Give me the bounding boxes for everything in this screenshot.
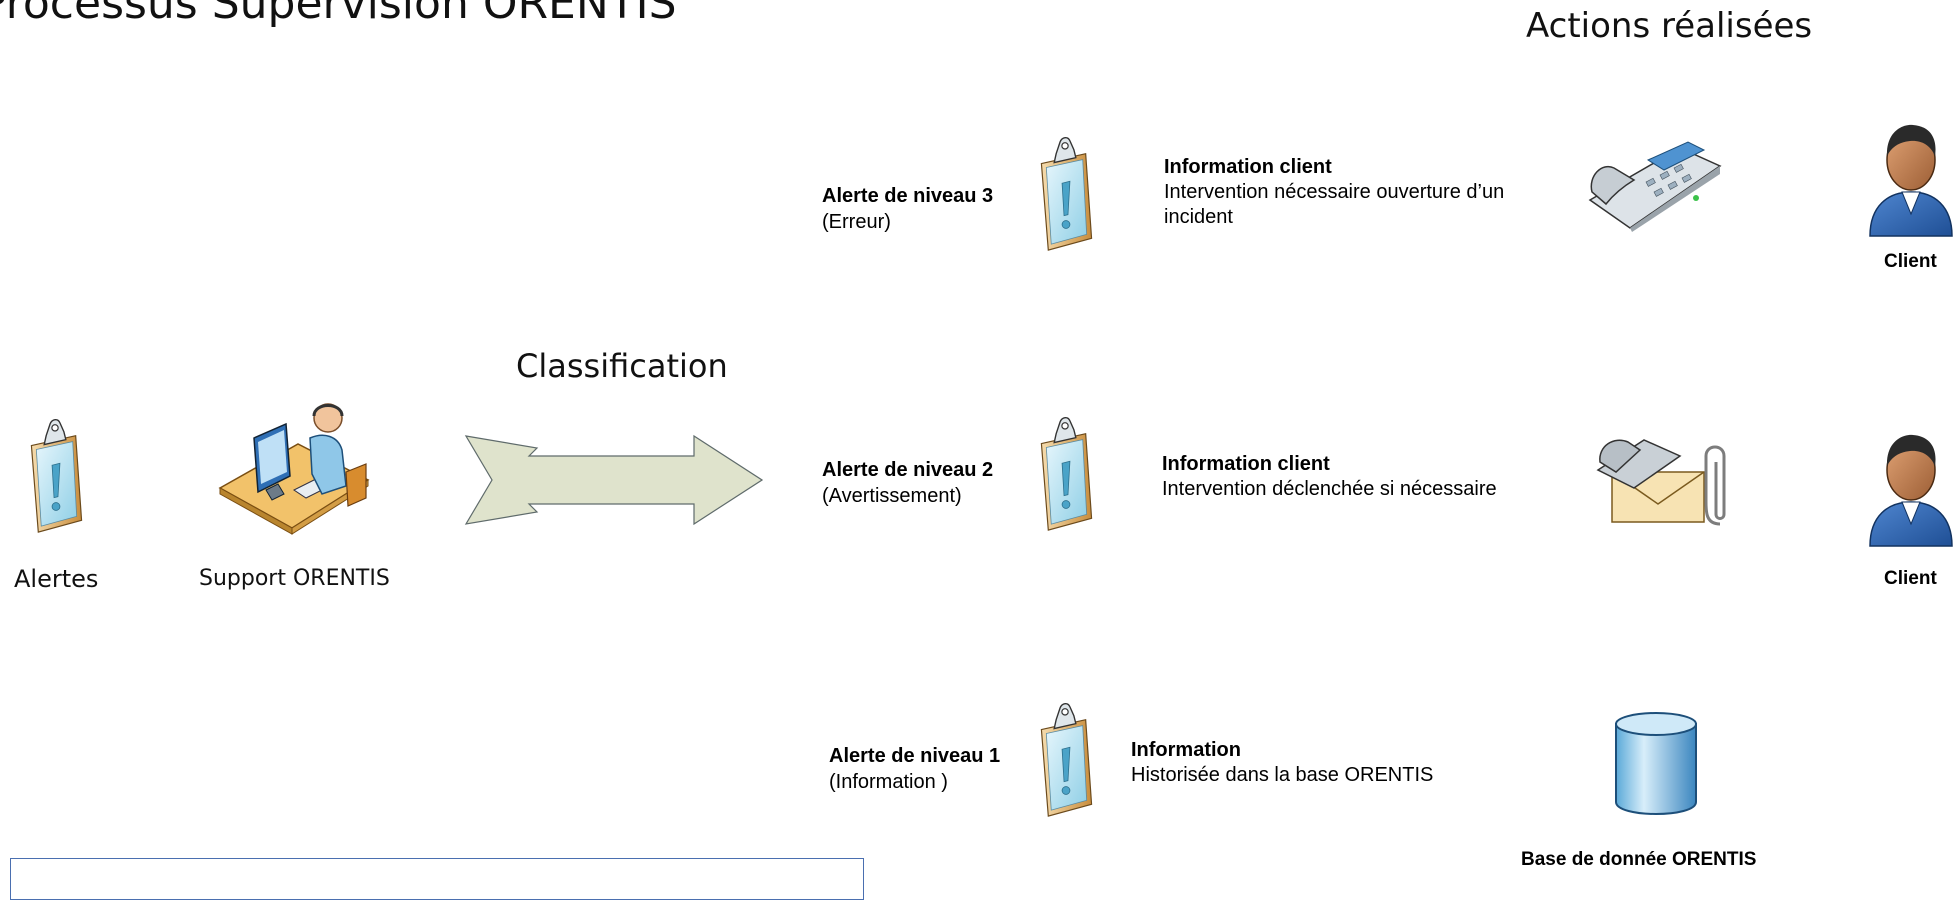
- page-title: Processus Supervision ORENTIS: [0, 0, 677, 29]
- support-operator-icon: [214, 398, 374, 536]
- support-label: Support ORENTIS: [199, 566, 390, 591]
- clipboard-alert-2-icon: [1036, 416, 1096, 534]
- alert-level-2-sub: (Avertissement): [822, 485, 962, 507]
- alert-level-2: Alerte de niveau 2 (Avertissement): [822, 457, 993, 509]
- classification-label: Classification: [516, 347, 728, 385]
- info-row-2: Information client Intervention déclench…: [1162, 452, 1582, 502]
- info-row-3: Information client Intervention nécessai…: [1164, 155, 1564, 230]
- info-row-1-title: Information: [1131, 739, 1241, 761]
- note-box: [10, 858, 864, 900]
- alert-level-1: Alerte de niveau 1 (Information ): [829, 743, 1000, 795]
- database-label: Base de donnée ORENTIS: [1521, 849, 1757, 870]
- actions-title: Actions réalisées: [1526, 6, 1813, 46]
- client-avatar-3: [1866, 116, 1956, 240]
- info-row-1: Information Historisée dans la base OREN…: [1131, 738, 1551, 788]
- info-row-2-title: Information client: [1162, 453, 1330, 475]
- clipboard-alert-1-icon: [1036, 702, 1096, 820]
- alert-level-1-title: Alerte de niveau 1: [829, 745, 1001, 767]
- alert-level-3-title: Alerte de niveau 3: [822, 185, 994, 207]
- client-label-2: Client: [1884, 568, 1937, 589]
- alert-level-2-title: Alerte de niveau 2: [822, 459, 994, 481]
- alertes-icon: [26, 418, 86, 536]
- info-row-3-title: Information client: [1164, 156, 1332, 178]
- client-avatar-2: [1866, 426, 1956, 550]
- info-row-3-desc: Intervention nécessaire ouverture d’un i…: [1164, 181, 1505, 228]
- client-label-3: Client: [1884, 251, 1937, 272]
- database-icon: [1612, 710, 1700, 816]
- info-row-2-desc: Intervention déclenchée si nécessaire: [1162, 478, 1497, 500]
- alertes-label: Alertes: [14, 565, 99, 593]
- info-row-1-desc: Historisée dans la base ORENTIS: [1131, 764, 1434, 786]
- phone-icon: [1584, 140, 1724, 232]
- alert-level-3: Alerte de niveau 3 (Erreur): [822, 183, 993, 235]
- alert-level-1-sub: (Information ): [829, 771, 948, 793]
- classification-arrow: [462, 432, 764, 528]
- clipboard-alert-3-icon: [1036, 136, 1096, 254]
- phone-mail-icon: [1594, 432, 1740, 526]
- alert-level-3-sub: (Erreur): [822, 211, 891, 233]
